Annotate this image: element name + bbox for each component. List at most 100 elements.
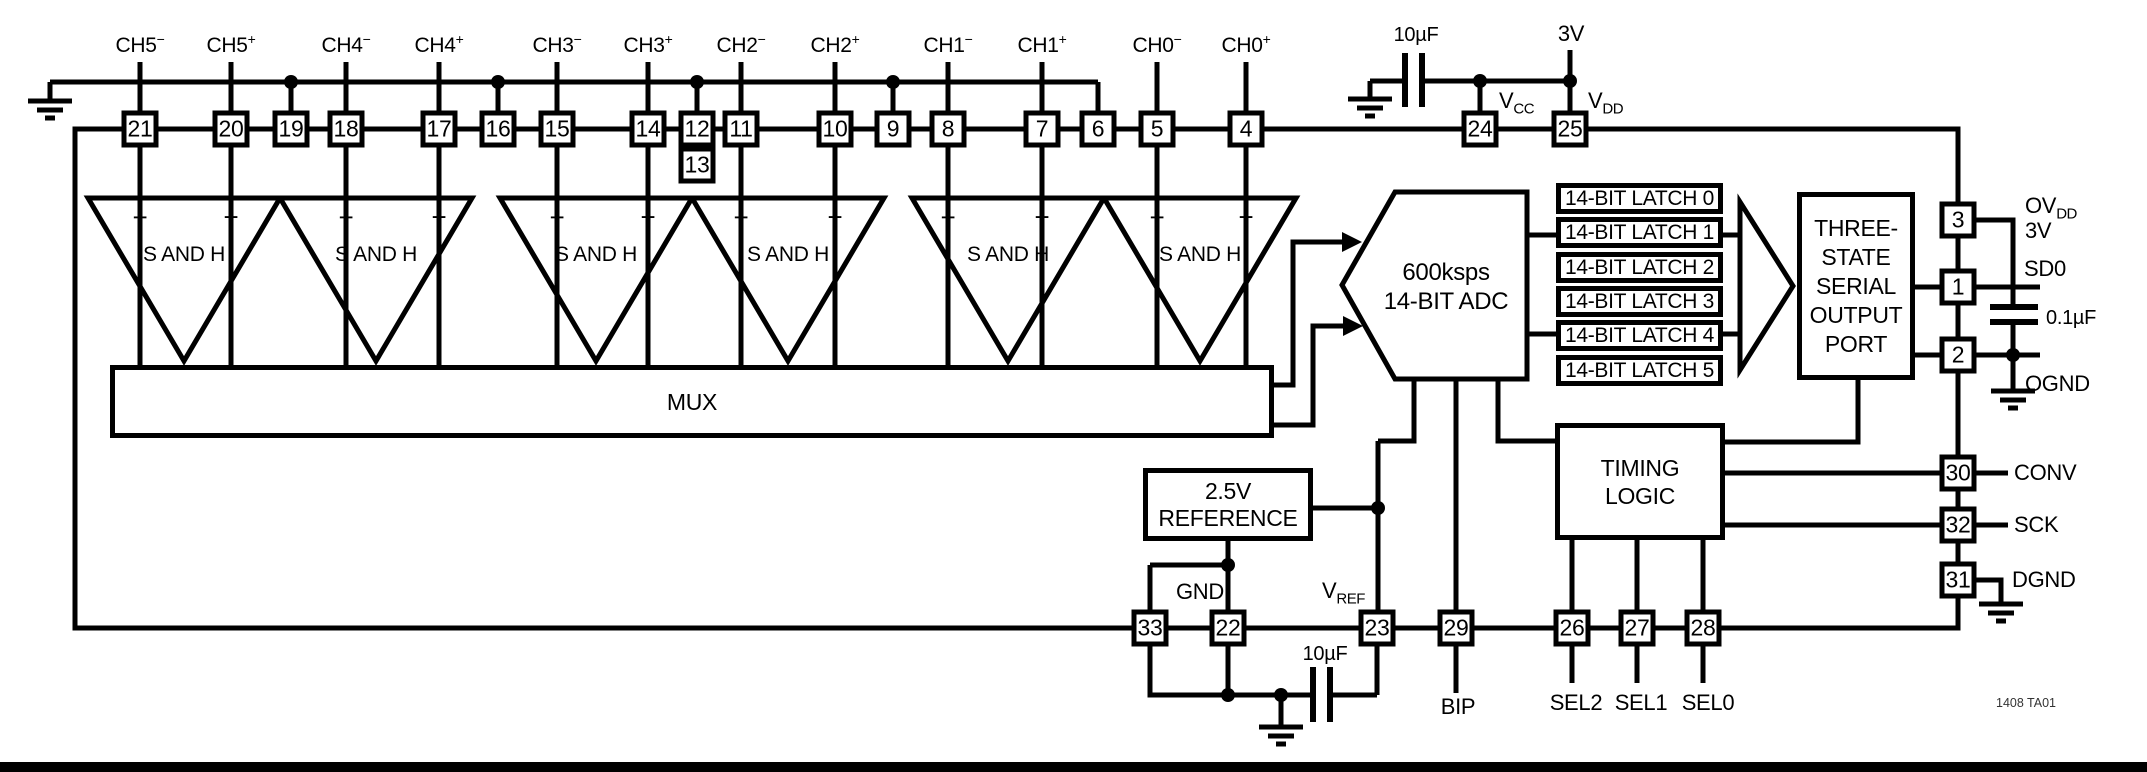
pin-box: 33 — [1131, 609, 1169, 647]
pin-box: 29 — [1437, 609, 1475, 647]
pin-number: 5 — [1150, 115, 1164, 142]
polarity-mark: + — [1238, 202, 1254, 232]
pin-box: 9 — [874, 110, 912, 148]
channel-input-label: CH2− — [716, 31, 766, 57]
sck-pin-label: SCK — [2014, 512, 2059, 537]
pin-box: 20 — [212, 110, 250, 148]
pin-box: 7 — [1023, 110, 1061, 148]
output-cap-label: 0.1µF — [2046, 307, 2097, 329]
pin-box: 27 — [1618, 609, 1656, 647]
pin-number: 22 — [1215, 614, 1241, 641]
pin-number: 4 — [1239, 115, 1253, 142]
bypass-cap-top-label: 10µF — [1393, 24, 1439, 46]
timing-logic-block: TIMING LOGIC — [1555, 423, 1725, 540]
pin-number: 29 — [1443, 614, 1469, 641]
sample-hold-label: S AND H — [1159, 243, 1241, 266]
pin-box: 3 — [1939, 201, 1977, 239]
sample-hold-label: S AND H — [967, 243, 1049, 266]
page-edge-bar — [0, 762, 2147, 772]
latch-label: 14-BIT LATCH 5 — [1564, 358, 1715, 382]
pin-number: 28 — [1690, 614, 1716, 641]
sample-hold-label: S AND H — [335, 243, 417, 266]
pin-number: 20 — [218, 115, 244, 142]
pin-number: 18 — [333, 115, 359, 142]
polarity-mark: − — [940, 202, 956, 232]
wires — [28, 50, 2040, 747]
pin-number: 11 — [729, 115, 753, 142]
pin-box: 26 — [1553, 609, 1591, 647]
ovdd-voltage-label: 3V — [2025, 218, 2052, 243]
pin-box: 1 — [1939, 268, 1977, 306]
pin-box: 4 — [1227, 110, 1265, 148]
pin-number: 3 — [1951, 206, 1965, 233]
sel1-pin-label: SEL1 — [1614, 690, 1668, 715]
channel-input-label: CH0− — [1132, 31, 1182, 57]
pin-box: 28 — [1684, 609, 1722, 647]
pin-box: 18 — [327, 110, 365, 148]
pin-number: 14 — [635, 115, 661, 142]
pin-number: 25 — [1557, 115, 1583, 142]
pin-number: 2 — [1951, 341, 1965, 368]
chip-outline — [72, 126, 1961, 631]
pin-box: 17 — [420, 110, 458, 148]
pin-box: 13 — [678, 146, 716, 184]
arrowheads — [1342, 232, 1363, 336]
pin-box: 21 — [121, 110, 159, 148]
ovdd-pin-label: OVDD — [2025, 193, 2077, 223]
polarity-mark: − — [733, 202, 749, 232]
pin-box: 10 — [816, 110, 854, 148]
vref-cap-label: 10µF — [1302, 643, 1348, 665]
pin-number: 24 — [1467, 115, 1493, 142]
pin-box: 23 — [1358, 609, 1396, 647]
adc-block-shape — [1339, 189, 1530, 382]
data-flow-arrow — [1737, 193, 1796, 379]
channel-input-label: CH1− — [923, 31, 973, 57]
sel0-pin-label: SEL0 — [1681, 690, 1735, 715]
pin-number: 26 — [1559, 614, 1585, 641]
pin-number: 10 — [822, 115, 848, 142]
latch-box: 14-BIT LATCH 5 — [1556, 355, 1723, 386]
pin-number: 8 — [941, 115, 955, 142]
polarity-mark: − — [549, 202, 565, 232]
ognd-pin-label: OGND — [2025, 371, 2090, 396]
channel-input-label: CH5− — [115, 31, 165, 57]
latch-box: 14-BIT LATCH 3 — [1556, 286, 1723, 317]
pin-box: 31 — [1939, 561, 1977, 599]
sample-hold-label: S AND H — [555, 243, 637, 266]
channel-input-label: CH3+ — [623, 31, 673, 57]
sd0-pin-label: SD0 — [2024, 256, 2066, 281]
supply-3v-label: 3V — [1557, 21, 1585, 46]
polarity-mark: + — [640, 202, 656, 232]
pin-number: 6 — [1091, 115, 1105, 142]
pin-box: 19 — [272, 110, 310, 148]
pin-box: 30 — [1939, 454, 1977, 492]
pin-number: 15 — [544, 115, 570, 142]
serial-output-port-block: THREE- STATE SERIAL OUTPUT PORT — [1797, 192, 1915, 380]
polarity-mark: − — [132, 202, 148, 232]
latch-label: 14-BIT LATCH 0 — [1564, 186, 1715, 210]
dgnd-pin-label: DGND — [2012, 567, 2076, 592]
latch-label: 14-BIT LATCH 3 — [1564, 289, 1715, 313]
latch-label: 14-BIT LATCH 4 — [1564, 323, 1715, 347]
voltage-reference-block: 2.5V REFERENCE — [1143, 468, 1313, 541]
pin-box: 6 — [1079, 110, 1117, 148]
sel2-pin-label: SEL2 — [1549, 690, 1603, 715]
latch-label: 14-BIT LATCH 1 — [1564, 220, 1715, 244]
polarity-mark: − — [1149, 202, 1165, 232]
figure-number: 1408 TA01 — [1996, 696, 2057, 710]
pin-box: 12 — [678, 110, 716, 148]
latch-box: 14-BIT LATCH 0 — [1556, 183, 1723, 214]
pin-box: 5 — [1138, 110, 1176, 148]
polarity-mark: + — [431, 202, 447, 232]
sample-hold-triangles — [83, 195, 1301, 366]
pin-number: 30 — [1945, 459, 1971, 486]
pin-number: 31 — [1945, 566, 1971, 593]
polarity-mark: + — [223, 202, 239, 232]
vcc-pin-label: VCC — [1499, 88, 1535, 118]
channel-input-label: CH3− — [532, 31, 582, 57]
pin-box: 15 — [538, 110, 576, 148]
sample-hold-label: S AND H — [143, 243, 225, 266]
polarity-mark: + — [827, 202, 843, 232]
pin-box: 14 — [629, 110, 667, 148]
